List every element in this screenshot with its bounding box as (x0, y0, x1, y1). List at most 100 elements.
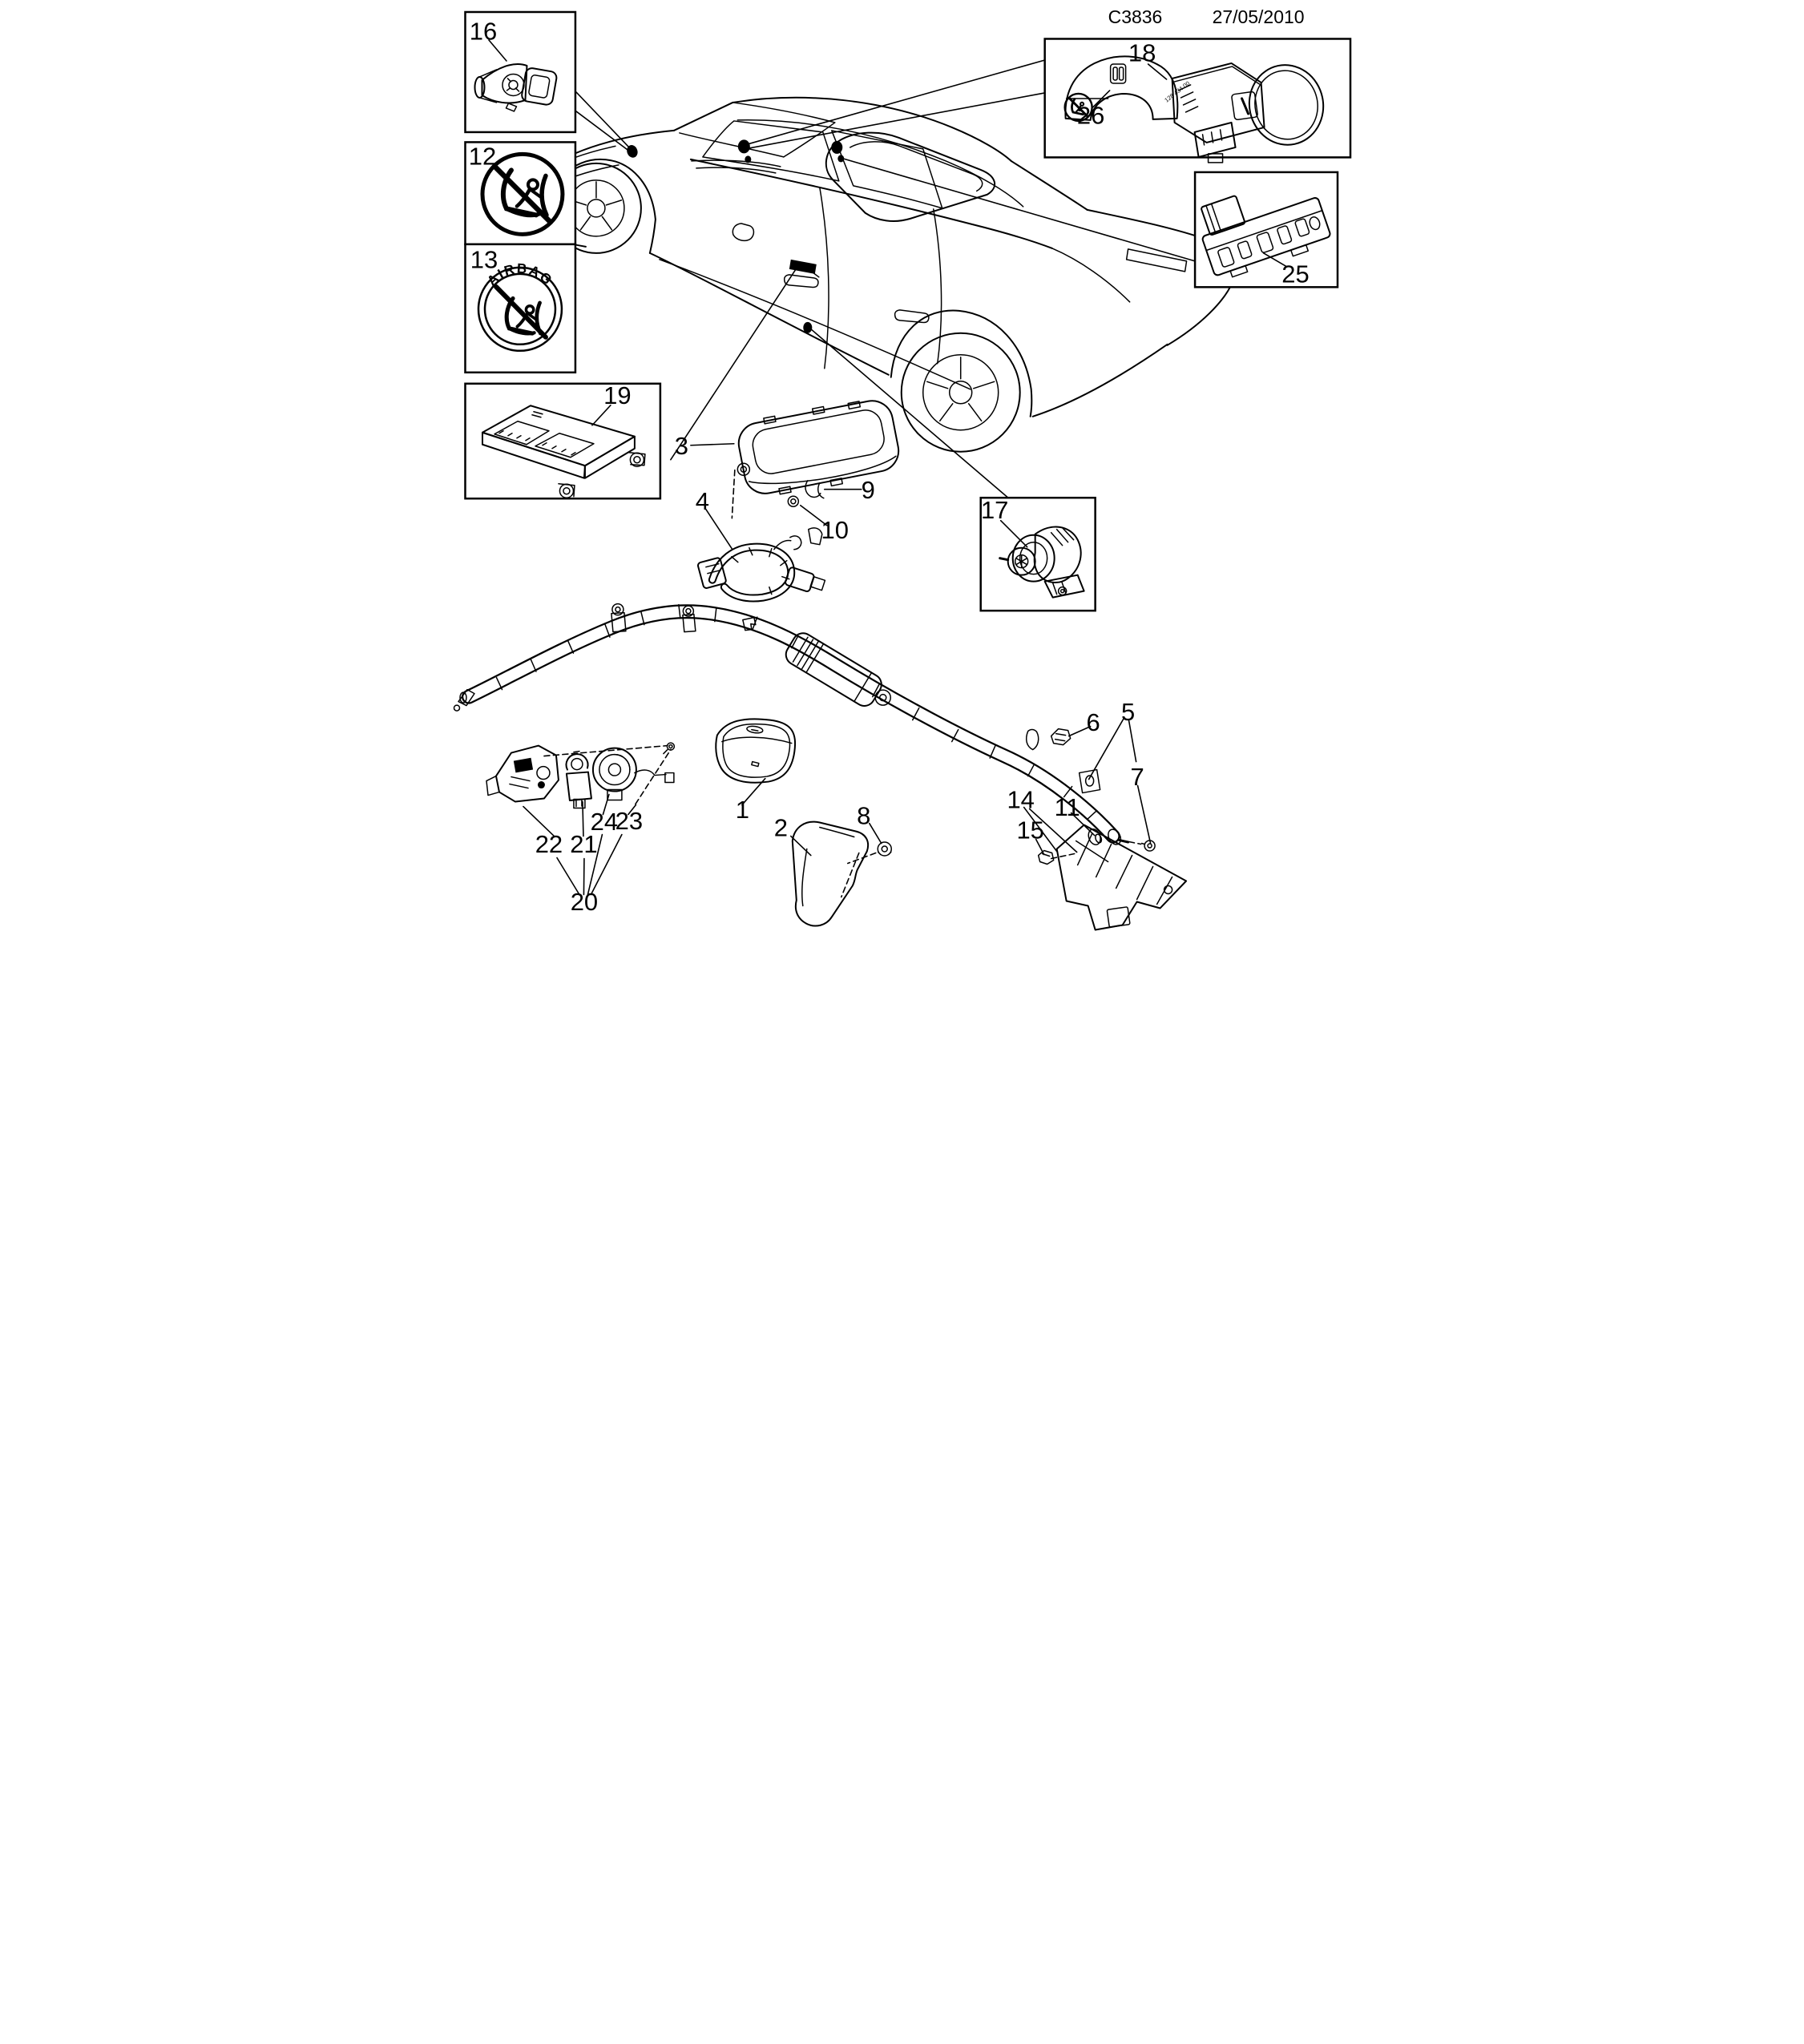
passenger-airbag-module-3 (737, 400, 900, 507)
leader-20d (590, 833, 623, 896)
sunroof-dot (831, 140, 843, 154)
leader-7 (1136, 784, 1152, 845)
curtain-tube-core (463, 606, 1119, 842)
leader-door-module (670, 268, 797, 461)
callout-9: 9 (862, 476, 875, 504)
leader-20a (556, 857, 580, 896)
leader-23 (628, 804, 637, 816)
callout-22: 22 (535, 830, 563, 858)
retaining-hook-9 (805, 479, 825, 499)
car-belt-line (689, 158, 1053, 249)
leader-3 (690, 442, 735, 446)
leader-16-label (488, 39, 507, 62)
car-rear-door-seam (932, 208, 942, 365)
leader-box16-b (575, 111, 630, 152)
leader-19-label (591, 404, 611, 426)
leader-22 (523, 805, 555, 837)
car-cowl-line (679, 132, 785, 158)
callout-13: 13 (470, 245, 498, 273)
car-front-door-handle (783, 274, 819, 288)
car-mirror (732, 223, 755, 242)
curtain-clip-mid (742, 616, 757, 631)
callout-14: 14 (1007, 786, 1034, 814)
car-rear-door-handle (894, 309, 930, 324)
car-rear-wheel-arch (890, 309, 1033, 417)
leader-5b (1128, 720, 1137, 763)
callout-4: 4 (696, 487, 709, 515)
airbag-icon-seat (504, 296, 543, 336)
curtain-bracket-5-target (1078, 768, 1101, 794)
airbag-mount-bolt-inner (740, 466, 748, 473)
bolt-7 (1140, 840, 1156, 852)
clip-15 (1037, 849, 1055, 865)
airbag-disable-switch-18 (1171, 62, 1325, 163)
windshield-header-dot (737, 139, 750, 154)
assembly-dashed-line (543, 744, 668, 757)
car-wiper-1 (691, 159, 781, 167)
inset-box-13: AIRBAG (464, 243, 577, 374)
drawing-code: C3836 (1108, 6, 1163, 27)
callout-3: 3 (675, 432, 688, 460)
clock-spring-24 (591, 747, 675, 801)
callout-25: 25 (1281, 260, 1309, 288)
airbag-mount-bolt (737, 462, 751, 476)
callout-5: 5 (1121, 698, 1135, 726)
airbag-harness-4 (696, 527, 826, 603)
curtain-left-end-fitting (453, 688, 475, 712)
callout-2: 2 (774, 814, 788, 842)
inset-box-19 (464, 382, 662, 500)
inflator-end-boss (874, 689, 892, 706)
car-wiper-2 (696, 167, 777, 174)
b-pillar-dot (803, 321, 813, 333)
contact-unit-22 (486, 744, 559, 803)
roof-console-module-25 (1201, 195, 1331, 278)
leader-8 (868, 822, 882, 845)
leader-2 (790, 835, 812, 857)
dashed-15-to-14 (1050, 853, 1076, 860)
horn-emblem (751, 760, 760, 768)
inset-box-12 (464, 141, 577, 246)
car-front-side-window (702, 120, 840, 182)
leader-box16-a (575, 91, 631, 149)
leader-23-dashed (635, 748, 672, 805)
header: C3836 27/05/2010 (1108, 6, 1305, 27)
callout-11: 11 (1055, 793, 1080, 821)
leader-5a (1088, 718, 1124, 780)
clockspring-group-20 (486, 742, 676, 809)
callout-19: 19 (603, 381, 631, 409)
dashed-7-stud (1128, 841, 1142, 845)
dashed-8-to-2 (846, 852, 877, 865)
leader-11 (1070, 812, 1096, 837)
drawing-date: 27/05/2010 (1213, 6, 1305, 27)
car-drip-rail (737, 119, 1024, 208)
curtain-airbag-assembly-5 (453, 603, 1188, 931)
car-front-door-seam (819, 187, 829, 369)
callout-18: 18 (1128, 38, 1156, 67)
car-windshield-header (732, 102, 836, 123)
callout-20: 20 (571, 888, 598, 916)
callout-23: 23 (615, 807, 643, 835)
car-sunroof (825, 131, 996, 222)
leader-box25 (841, 158, 1196, 262)
flange-nut-10 (787, 495, 800, 507)
side-impact-sensor-17 (999, 526, 1085, 599)
callout-21: 21 (570, 830, 597, 858)
curtain-tube-segments (495, 603, 1098, 820)
leader-warnbox-a (747, 59, 1046, 145)
leader-25-label (1262, 252, 1288, 268)
inset-box-16 (464, 10, 577, 134)
callout-8: 8 (857, 802, 870, 830)
flange-nut-10-inner (790, 498, 797, 505)
inset-box-warning-label: 128 434 00 (1043, 38, 1352, 163)
curtain-inflator (785, 632, 882, 707)
leader-18-label (1147, 63, 1168, 80)
inflator-end-boss-inner (879, 693, 887, 702)
inset-box-17 (979, 496, 1096, 612)
inset-box-25 (1193, 171, 1339, 288)
car-rocker-crease (659, 259, 971, 390)
no-child-seat-icon (480, 151, 565, 236)
curtain-bracket-eyelet-a (611, 603, 627, 633)
saab-emblem (746, 725, 764, 734)
callout-7: 7 (1130, 763, 1144, 791)
car-rear-side-window (831, 130, 943, 209)
